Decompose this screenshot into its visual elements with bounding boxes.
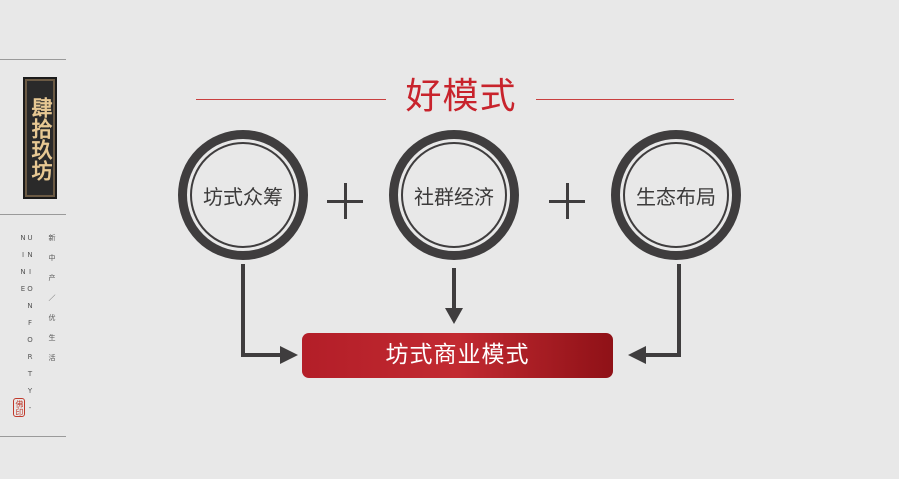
sidebar-top-divider [0,59,66,60]
sidebar-middle-divider [0,214,66,215]
node-label-3: 生态布局 [623,142,729,248]
title-left-rule [196,99,386,100]
connector-left [241,264,282,357]
arrowhead-down-icon [445,308,463,324]
result-box: 坊式商业模式 [302,333,613,378]
sidebar-bottom-divider [0,436,66,437]
sidebar: 肆拾玖坊 UNIONFORTY-NINE 新中产／优生活 佛印 [0,0,68,479]
seal-stamp: 佛印 [13,398,25,417]
arrowhead-right-icon [280,346,298,364]
brand-logo: 肆拾玖坊 [23,77,57,199]
sidebar-english-text: UNIONFORTY-NINE [19,234,34,421]
diagram-title: 好模式 [405,76,517,117]
node-circle-1: 坊式众筹 [178,130,308,260]
connector-right [644,264,681,357]
node-circle-3: 生态布局 [611,130,741,260]
arrowhead-left-icon [628,346,646,364]
node-circle-2: 社群经济 [389,130,519,260]
title-right-rule [536,99,734,100]
brand-logo-text: 肆拾玖坊 [29,97,54,181]
sidebar-slogan-text: 新中产／优生活 [48,234,56,374]
plus-icon [327,183,363,219]
node-label-2: 社群经济 [401,142,507,248]
plus-icon [549,183,585,219]
node-label-1: 坊式众筹 [190,142,296,248]
